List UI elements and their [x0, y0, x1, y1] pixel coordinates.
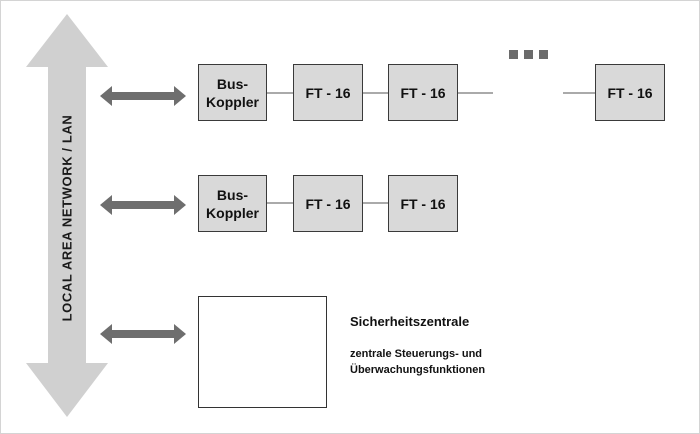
row2-double-arrow — [100, 195, 186, 215]
security-description: zentrale Steuerungs- und Überwachungsfun… — [350, 346, 485, 378]
bus-koppler-box-1: Bus- Koppler — [198, 64, 267, 121]
ellipsis-dots — [509, 50, 548, 59]
bus-koppler-line2: Koppler — [206, 93, 259, 110]
dot — [539, 50, 548, 59]
security-desc-line1: zentrale Steuerungs- und — [350, 348, 483, 360]
dot — [524, 50, 533, 59]
row1-double-arrow — [100, 86, 186, 106]
security-panel-frame — [198, 296, 327, 408]
security-double-arrow — [100, 324, 186, 344]
bus-koppler-box-2: Bus- Koppler — [198, 175, 267, 232]
lan-label: LOCAL AREA NETWORK / LAN — [59, 114, 75, 322]
bus-koppler-line1: Bus- — [216, 186, 249, 203]
ft16-box-r1-last: FT - 16 — [595, 64, 665, 121]
ft16-box-r1-1: FT - 16 — [293, 64, 363, 121]
ft16-box-r1-2: FT - 16 — [388, 64, 458, 121]
lan-arrow — [26, 14, 108, 417]
security-title: Sicherheitszentrale — [350, 314, 470, 329]
bus-koppler-line2: Koppler — [206, 204, 259, 221]
security-desc-line2: Überwachungsfunktionen — [350, 364, 486, 376]
dot — [509, 50, 518, 59]
ft16-box-r2-2: FT - 16 — [388, 175, 458, 232]
bus-koppler-line1: Bus- — [216, 75, 249, 92]
ft16-box-r2-1: FT - 16 — [293, 175, 363, 232]
